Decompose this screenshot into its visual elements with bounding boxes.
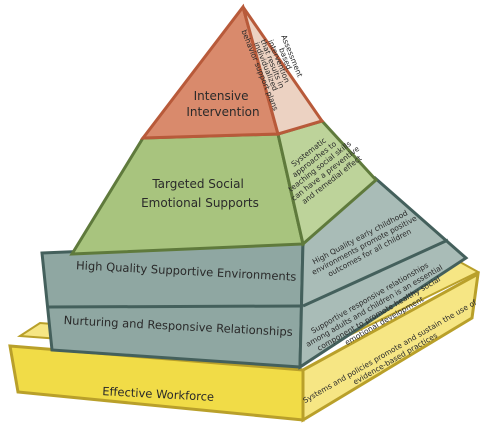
targeted-label: Targeted Social Emotional Supports: [141, 177, 259, 210]
supportive-side-divider: [302, 238, 449, 308]
intensive-side-face: [241, 6, 325, 136]
intensive-label: Intensive Intervention: [186, 89, 259, 119]
workforce-side-face: [301, 271, 480, 423]
workforce-label: Effective Workforce: [102, 384, 214, 404]
targeted-front-face: [69, 132, 305, 256]
supportive-front-divider: [47, 304, 303, 309]
